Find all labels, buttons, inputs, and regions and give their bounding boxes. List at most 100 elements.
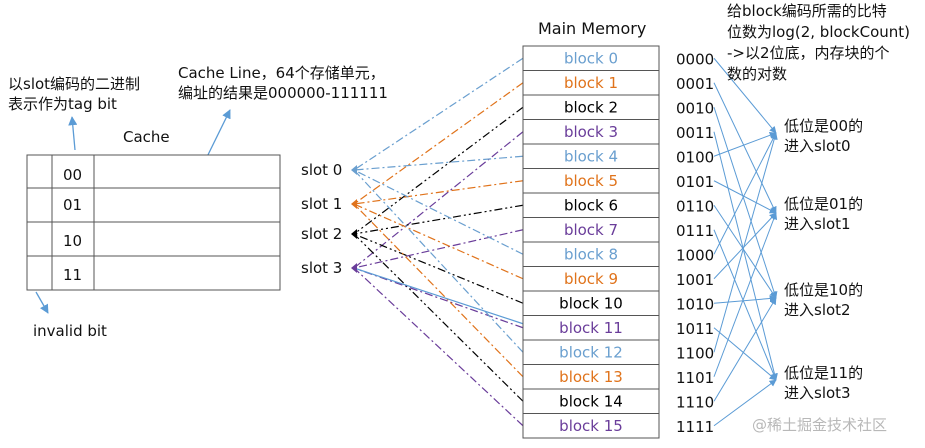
cache-title: Cache: [123, 128, 170, 146]
group-label-slot2-line-1: 低位是10的: [784, 281, 863, 299]
binary-to-group-lines: [713, 57, 778, 427]
block-to-slot-line: [353, 82, 524, 205]
block-to-slot-line: [353, 155, 524, 171]
main-memory-title: Main Memory: [538, 19, 646, 38]
code-to-group-arrow: [713, 327, 777, 381]
memory-block: block 15: [559, 417, 623, 435]
block-to-slot-line: [353, 203, 524, 378]
group-label-slot3-line-1: 低位是11的: [784, 364, 863, 382]
group-label-slot1-line-1: 低位是01的: [784, 195, 863, 213]
code-to-group-arrow: [713, 132, 778, 353]
cache-line-note-line-1: Cache Line，64个存储单元，: [178, 64, 385, 82]
binary-code: 1010: [676, 295, 714, 313]
code-to-group-arrow: [713, 212, 778, 377]
block-to-slot-line: [353, 169, 524, 353]
invalid-bit-arrow: [35, 291, 49, 314]
block-to-slot-line: [353, 267, 524, 427]
slot-arrowhead: [351, 263, 357, 273]
block-to-slot-line: [353, 106, 524, 235]
tag-bit-note-line-1: 以slot编码的二进制: [8, 75, 140, 93]
memory-block: block 11: [559, 319, 623, 337]
code-to-group-arrow: [713, 379, 777, 427]
binary-code: 0000: [676, 50, 714, 68]
binary-code: 1110: [676, 393, 714, 411]
slot3-connector-line: [353, 267, 524, 325]
group-label-slot0-line-2: 进入slot0: [784, 137, 851, 155]
memory-block: block 1: [564, 74, 618, 92]
binary-code: 0100: [676, 148, 714, 166]
code-to-group-arrow: [713, 204, 777, 299]
group-label-slot1-line-2: 进入slot1: [784, 215, 851, 233]
memory-block: block 0: [564, 49, 618, 67]
cache-row-tag: 11: [63, 266, 82, 284]
bit-count-note-line-1: 给block编码所需的比特: [727, 2, 887, 20]
memory-block: block 4: [564, 147, 618, 165]
cache-row-tag: 00: [63, 166, 82, 184]
binary-code: 0110: [676, 197, 714, 215]
code-to-group-arrow: [713, 132, 777, 255]
memory-block: block 2: [564, 98, 618, 116]
group-label-slot0-line-1: 低位是00的: [784, 117, 863, 135]
memory-block: block 3: [564, 123, 618, 141]
memory-block: block 13: [559, 368, 623, 386]
cache-row-tag: 10: [63, 232, 82, 250]
binary-code: 0111: [676, 222, 714, 240]
block-to-slot-line: [353, 229, 524, 269]
block-to-slot-line: [353, 203, 524, 280]
binary-code: 1100: [676, 344, 714, 362]
slot-label: slot 2: [301, 225, 342, 243]
tag-bit-note-arrow: [68, 116, 78, 151]
code-to-group-arrow: [713, 82, 777, 214]
memory-block: block 14: [559, 392, 623, 410]
block-to-slot-line: [353, 131, 524, 269]
slot-labels: slot 0 slot 1 slot 2 slot 3: [301, 161, 342, 277]
mapping-lines: [351, 57, 524, 427]
block-to-slot-line: [353, 267, 524, 329]
watermark: @稀土掘金技术社区: [752, 416, 887, 434]
cache-row-tag: 01: [63, 196, 82, 214]
slot-label: slot 1: [301, 195, 342, 213]
binary-codes: 0000000100100011010001010110011110001001…: [676, 50, 714, 436]
code-to-group-arrow: [713, 131, 777, 157]
code-to-group-arrow: [713, 229, 777, 381]
slot-label: slot 3: [301, 259, 342, 277]
binary-code: 1011: [676, 320, 714, 338]
binary-code: 0001: [676, 75, 714, 93]
slot-arrowhead: [351, 165, 357, 175]
code-to-group-arrow: [713, 131, 778, 381]
group-label-slot3-line-2: 进入slot3: [784, 384, 851, 402]
binary-code: 1000: [676, 246, 714, 264]
code-to-group-arrow: [713, 180, 777, 214]
block-to-slot-line: [353, 180, 524, 205]
group-label-slot2-line-2: 进入slot2: [784, 301, 851, 319]
memory-block: block 7: [564, 221, 618, 239]
tag-bit-note-line-2: 表示作为tag bit: [8, 95, 117, 113]
slot-arrowhead: [351, 199, 357, 209]
memory-block: block 5: [564, 172, 618, 190]
cache-table: 00 01 10 11: [26, 154, 281, 291]
code-to-group-arrow: [713, 107, 778, 299]
bit-count-note-line-2: 位数为log(2, blockCount): [727, 23, 910, 41]
cache-line-note-line-2: 编址的结果是000000-111111: [178, 84, 388, 102]
block-to-slot-line: [353, 204, 524, 235]
memory-block: block 12: [559, 343, 623, 361]
block-to-slot-line: [353, 233, 524, 402]
slot-label: slot 0: [301, 161, 342, 179]
block-to-slot-line: [353, 233, 524, 304]
memory-block: block 8: [564, 245, 618, 263]
block-to-slot-line: [353, 57, 524, 171]
binary-code: 1111: [676, 418, 714, 436]
binary-code: 1101: [676, 369, 714, 387]
invalid-bit-note: invalid bit: [33, 322, 107, 340]
code-to-group-arrow: [713, 57, 777, 134]
code-to-group-arrow: [713, 212, 777, 280]
main-memory-table: block 0 block 1 block 2 block 3 block 4 block…: [522, 45, 660, 439]
slot-arrowhead: [351, 229, 357, 239]
bit-count-note-line-3: ->以2位底，内存块的个: [727, 44, 890, 62]
code-to-group-arrow: [713, 295, 777, 304]
binary-code: 1001: [676, 271, 714, 289]
memory-block: block 9: [564, 270, 618, 288]
binary-code: 0011: [676, 124, 714, 142]
bit-count-note-line-4: 数的对数: [727, 65, 787, 83]
